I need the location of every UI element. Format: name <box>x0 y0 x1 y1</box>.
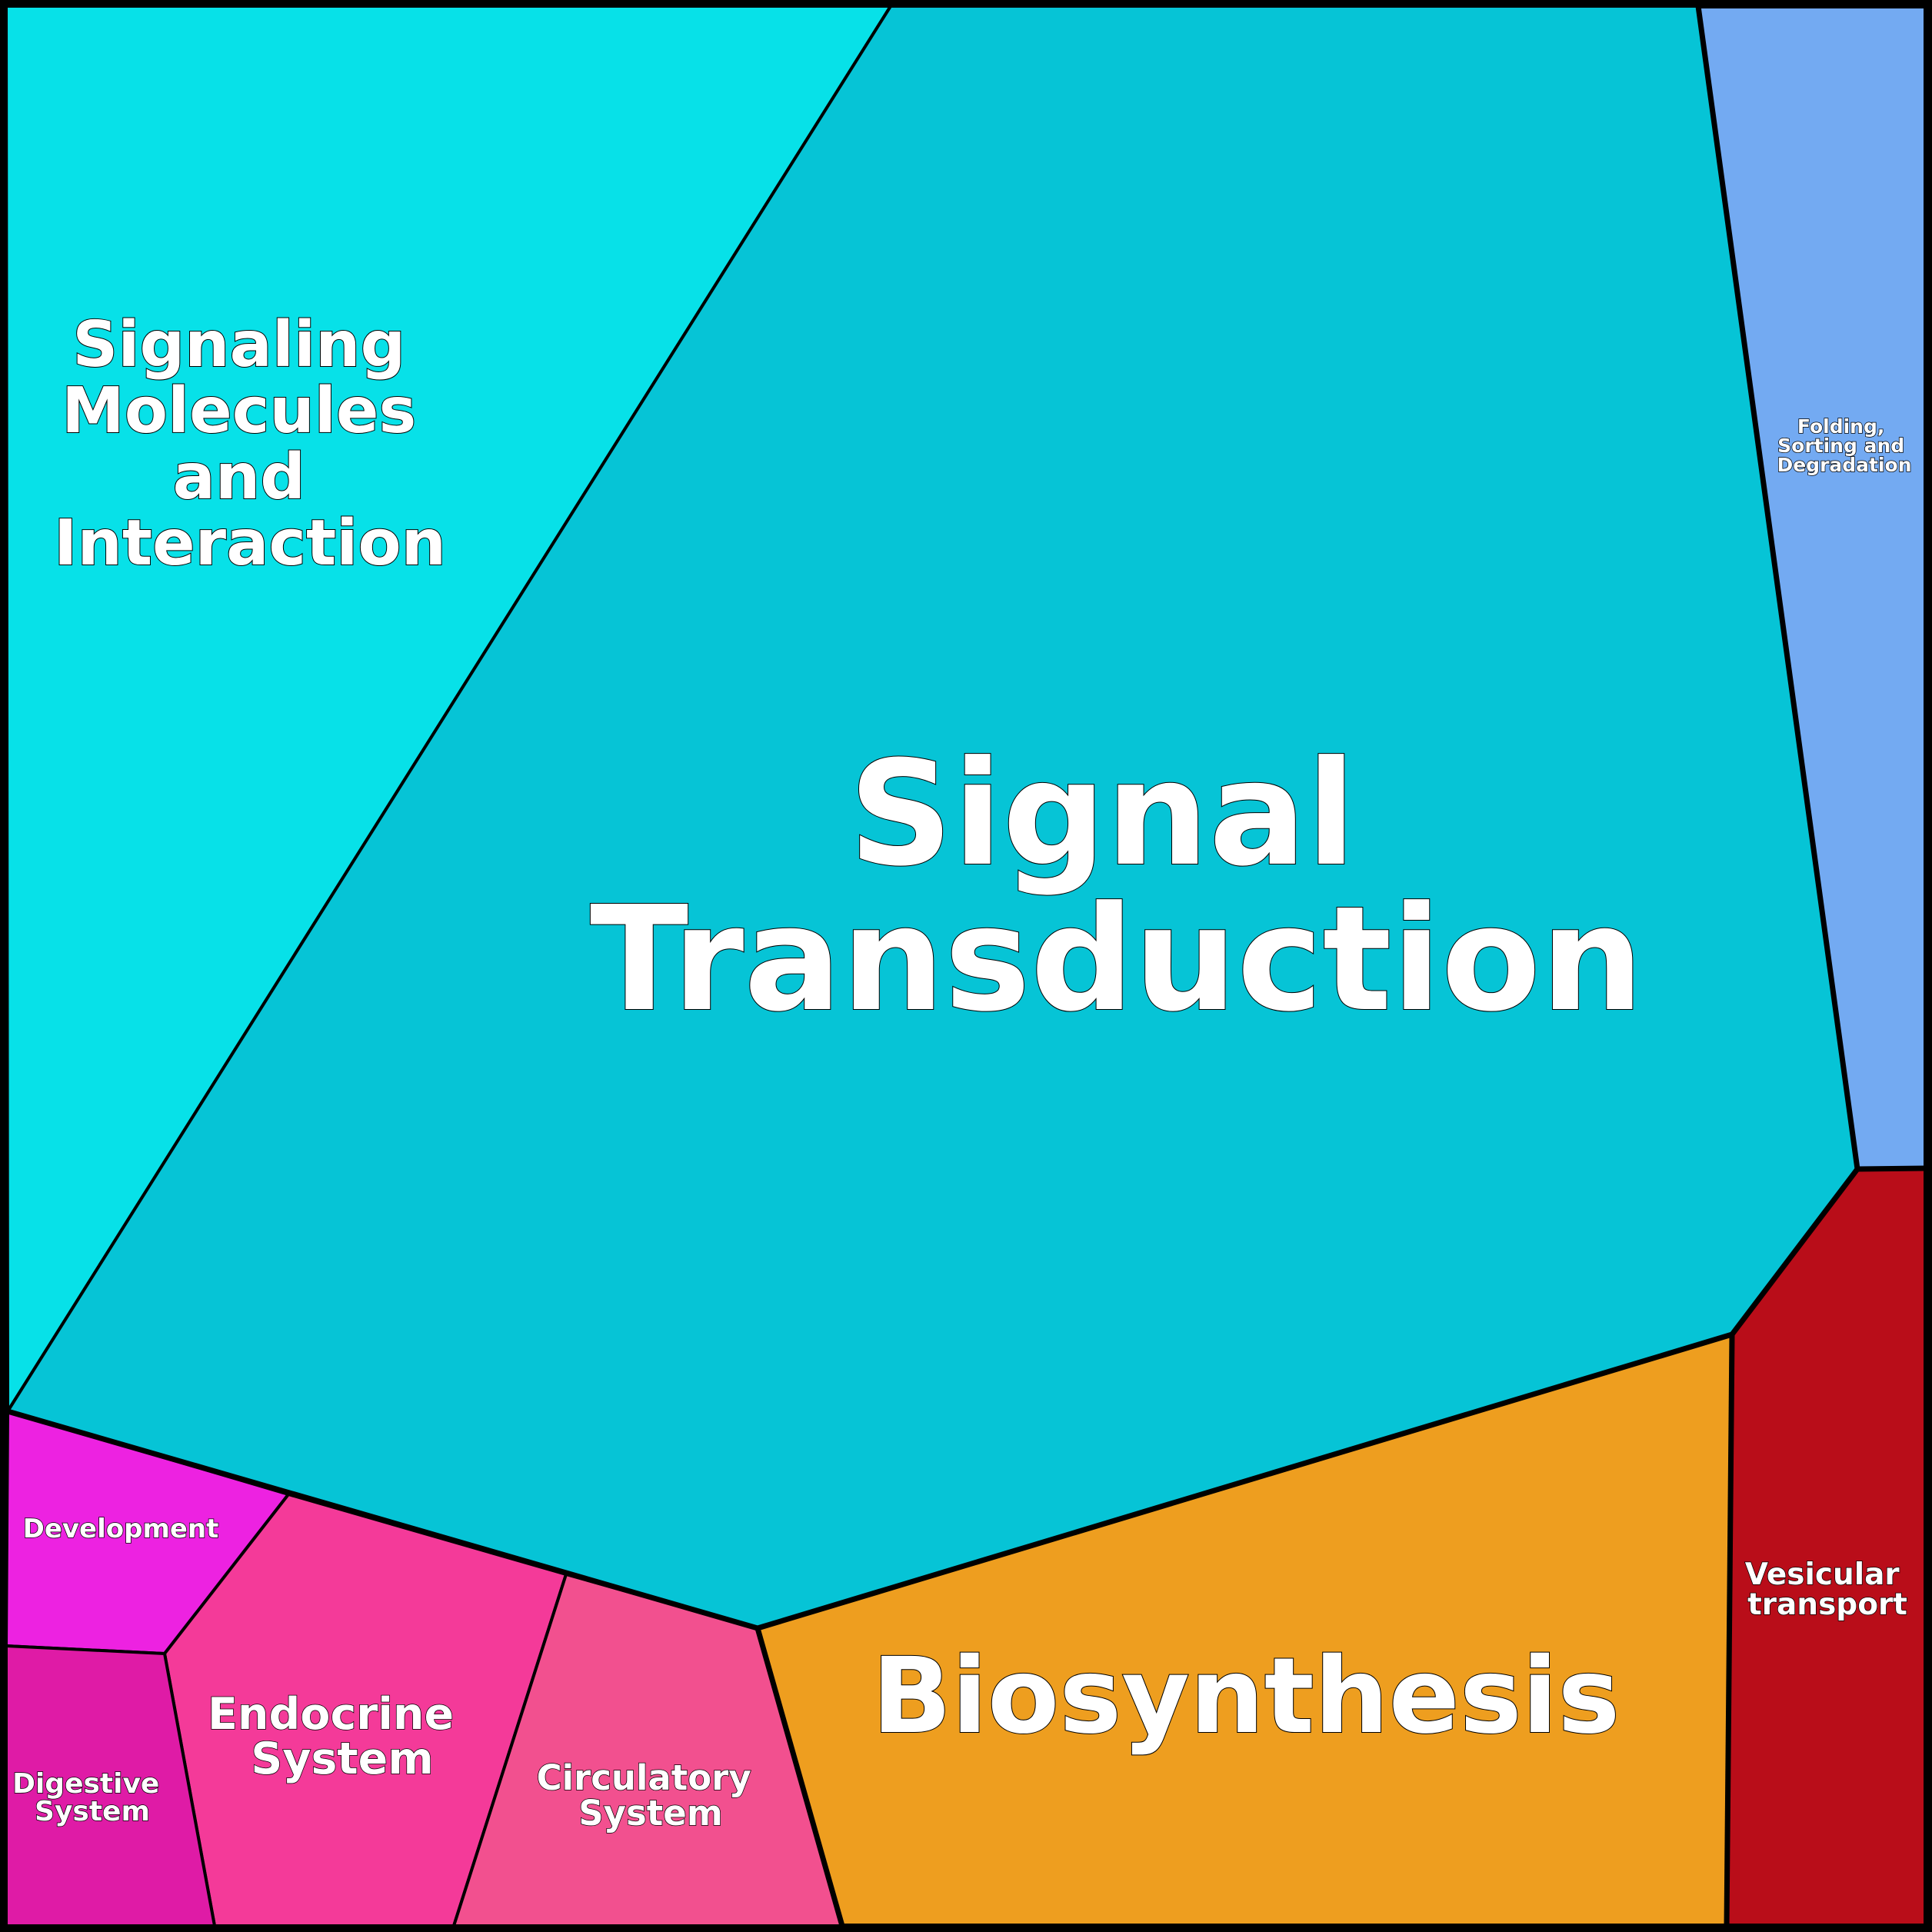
group-boundary-folding-left <box>1695 5 1860 1170</box>
group-boundary-biosynthesis-left <box>754 1627 845 1927</box>
label-development: Development <box>23 1514 219 1544</box>
label-signaling-molecules: Signaling Molecules and Interaction <box>54 308 446 580</box>
label-endocrine-system: Endocrine System <box>208 1689 469 1784</box>
label-circulatory-system: Circulatory System <box>537 1757 764 1834</box>
label-biosynthesis: Biosynthesis <box>872 1636 1621 1757</box>
group-boundary-vesicular-left <box>1724 1334 1735 1927</box>
label-folding-sorting: Folding, Sorting and Degradation <box>1777 415 1911 476</box>
label-digestive-system: Digestive System <box>12 1768 169 1827</box>
label-signal-transduction: Signal Transduction <box>590 730 1644 1044</box>
label-vesicular-transport: Vesicular transport <box>1745 1557 1910 1622</box>
